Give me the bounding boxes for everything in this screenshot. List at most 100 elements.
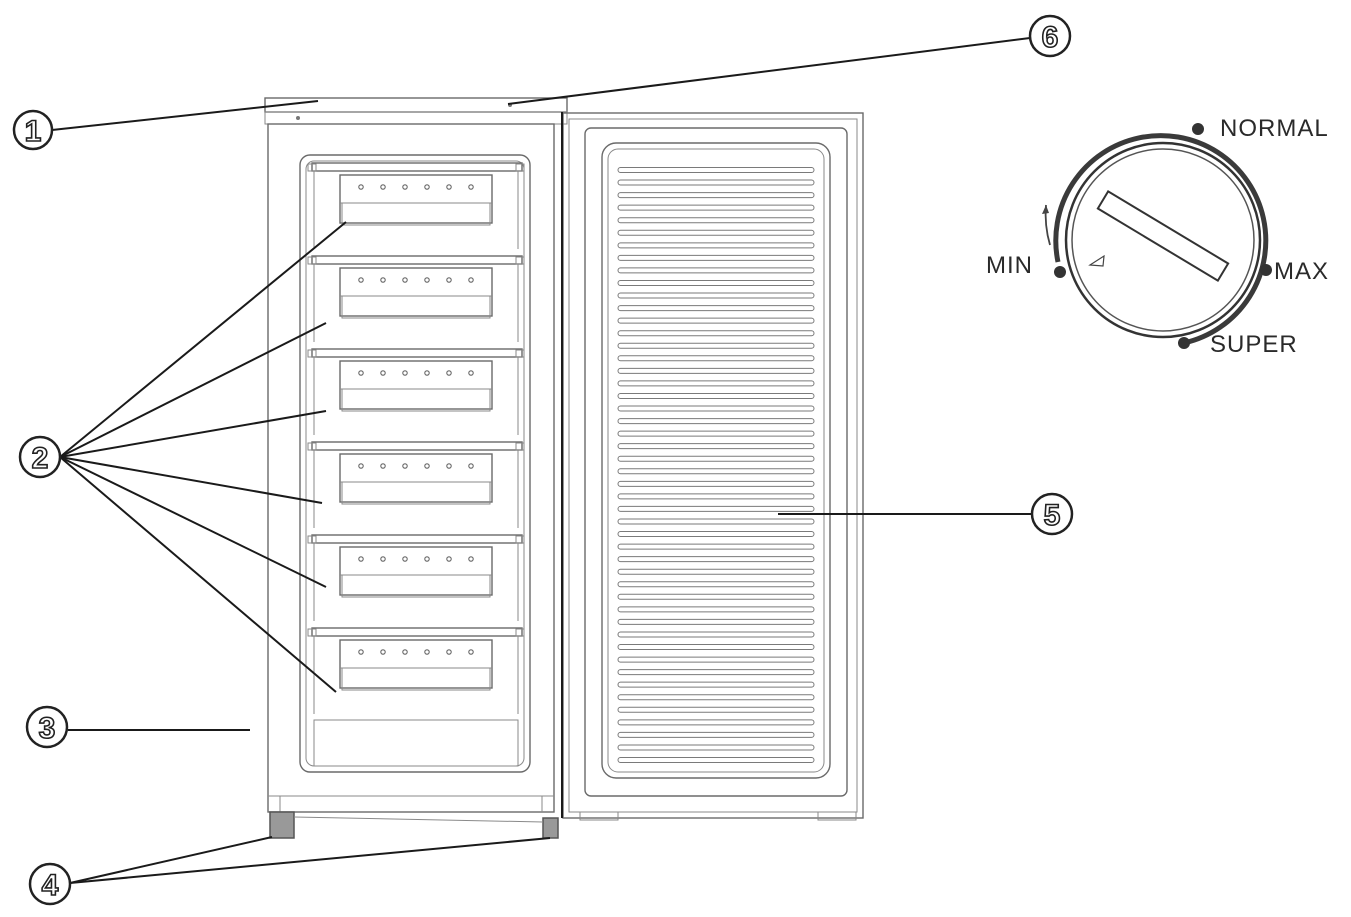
door-rib	[617, 330, 815, 337]
door-rib	[617, 430, 815, 437]
door-rib	[617, 455, 815, 462]
freezer-drawers	[307, 162, 525, 767]
drawer-hole	[424, 649, 430, 655]
drawer-hole	[446, 184, 452, 190]
door-rib	[617, 656, 815, 663]
door-rib	[617, 342, 815, 349]
dial-knob-inner	[1071, 148, 1255, 332]
door-rib	[617, 480, 815, 487]
drawer-hole	[402, 463, 408, 469]
door-rib	[617, 681, 815, 688]
callout-5: 5	[1030, 492, 1074, 536]
drawer-hole	[380, 277, 386, 283]
leader-4a	[69, 836, 273, 884]
svg-text:4: 4	[42, 869, 59, 902]
drawer-hole	[358, 649, 364, 655]
drawer-hole	[402, 649, 408, 655]
drawer-hole	[402, 184, 408, 190]
drawer-hole	[468, 463, 474, 469]
drawer-hole	[468, 277, 474, 283]
door-rib	[617, 606, 815, 613]
callout-3: 3	[25, 705, 69, 749]
drawer-hole	[358, 370, 364, 376]
drawer-hole	[380, 463, 386, 469]
door-rib	[617, 543, 815, 550]
svg-text:1: 1	[25, 115, 42, 148]
drawer-hole	[358, 463, 364, 469]
leader-2f	[59, 456, 337, 693]
drawer-hole	[446, 556, 452, 562]
door-rib	[617, 581, 815, 588]
drawer-hole	[402, 370, 408, 376]
drawer	[307, 255, 525, 342]
door-rib	[617, 694, 815, 701]
drawer-hole	[468, 649, 474, 655]
dial-grip	[1096, 190, 1230, 282]
drawer-hole	[424, 277, 430, 283]
door-rib	[617, 367, 815, 374]
drawer-hole	[402, 556, 408, 562]
door-rib	[617, 217, 815, 224]
svg-text:2: 2	[32, 442, 49, 475]
freezer-door	[561, 112, 864, 821]
door-rib	[617, 317, 815, 324]
door-rib	[617, 204, 815, 211]
drawer-hole	[380, 556, 386, 562]
leader-2a	[59, 221, 347, 458]
door-rib	[617, 267, 815, 274]
drawer	[307, 162, 525, 249]
door-rib	[617, 493, 815, 500]
door-rib	[617, 468, 815, 475]
drawer-hole	[446, 463, 452, 469]
drawer-hole	[468, 184, 474, 190]
drawer-hole	[446, 277, 452, 283]
leader-1	[51, 100, 319, 131]
door-rib	[617, 443, 815, 450]
callout-2: 2	[18, 435, 62, 479]
door-rib	[617, 618, 815, 625]
leader-2b	[59, 322, 327, 458]
drawer-hole	[468, 556, 474, 562]
door-rib	[617, 405, 815, 412]
label-min: MIN	[986, 252, 1033, 279]
callout-1: 1	[12, 109, 54, 151]
dot-normal	[1192, 123, 1204, 135]
door-rib	[617, 757, 815, 763]
bottom-bin	[313, 719, 519, 767]
door-rib	[617, 631, 815, 638]
door-rib	[617, 744, 815, 751]
thermostat-dial: NORMAL MIN MAX SUPER	[986, 115, 1328, 358]
drawer-hole	[358, 277, 364, 283]
dot-super	[1178, 337, 1190, 349]
door-rib	[617, 568, 815, 575]
foot-left	[269, 811, 295, 839]
door-rib	[617, 167, 815, 173]
door-rib	[617, 706, 815, 713]
drawer-hole	[380, 184, 386, 190]
door-rib	[617, 593, 815, 600]
drawer	[307, 534, 525, 621]
door-rib	[617, 731, 815, 738]
door-rib	[617, 305, 815, 312]
leader-2e	[59, 456, 327, 588]
door-rib	[617, 242, 815, 249]
door-rib	[617, 531, 815, 538]
drawer-hole	[380, 649, 386, 655]
door-rib	[617, 179, 815, 186]
door-rib	[617, 518, 815, 525]
door-rib	[617, 669, 815, 676]
drawer-hole	[446, 370, 452, 376]
callout-4: 4	[28, 862, 72, 906]
drawer-hole	[424, 370, 430, 376]
leader-lines	[51, 37, 1032, 884]
drawer-hole	[424, 556, 430, 562]
svg-text:3: 3	[39, 712, 56, 745]
door-rib	[617, 229, 815, 236]
leader-2c	[59, 410, 327, 458]
drawer	[307, 348, 525, 435]
drawer-hole	[380, 370, 386, 376]
leader-6	[507, 37, 1031, 105]
door-rib	[617, 254, 815, 261]
dot-max	[1260, 264, 1272, 276]
